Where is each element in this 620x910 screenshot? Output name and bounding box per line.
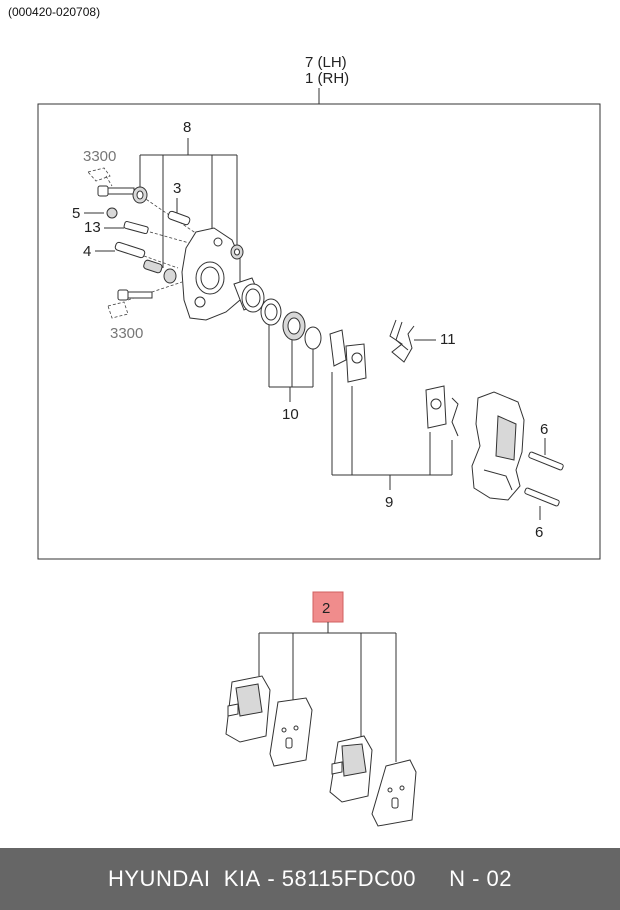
bleeder-cap — [106, 207, 118, 219]
footer-part-number: 58115FDC00 — [281, 866, 416, 891]
bolt-outline-bottom — [107, 301, 129, 319]
piston — [233, 277, 265, 313]
guide-rod — [114, 241, 146, 259]
callout-13[interactable]: 13 — [84, 219, 101, 236]
caliper-body — [181, 227, 241, 321]
guide-bolt-top — [97, 185, 135, 197]
footer-separator: - — [260, 866, 282, 891]
callout-8[interactable]: 8 — [183, 119, 191, 136]
callout-2-leaders — [258, 622, 397, 762]
callout-10-leaders — [268, 325, 314, 402]
assembly-frame — [37, 103, 601, 560]
guide-bolt-bottom — [117, 289, 153, 301]
boot-right — [230, 244, 244, 260]
brake-pad-1 — [225, 675, 271, 743]
footer-brand: HYUNDAI KIA — [108, 866, 261, 891]
callout-3300-top[interactable]: 3300 — [83, 148, 116, 165]
brake-pad-2 — [269, 697, 313, 767]
pad-shim-left — [329, 329, 367, 383]
carrier-bolt-top — [528, 451, 564, 471]
callout-11[interactable]: 11 — [440, 331, 456, 348]
boot-bottom — [143, 259, 177, 284]
callout-9-leaders — [331, 372, 453, 490]
callout-3[interactable]: 3 — [173, 180, 181, 197]
footer-bar: HYUNDAI KIA - 58115FDC00 N - 02 — [0, 848, 620, 910]
callout-5[interactable]: 5 — [72, 205, 80, 222]
footer-spacer — [416, 866, 449, 892]
callout-6-bottom[interactable]: 6 — [535, 524, 543, 541]
piston-seal-inner — [282, 311, 306, 341]
callout-2-highlight[interactable] — [312, 591, 344, 623]
carrier-bolt-bottom — [524, 487, 560, 507]
footer-page-code: N - 02 — [449, 866, 512, 891]
callout-assembly-rh[interactable]: 1 (RH) — [305, 70, 349, 87]
callout-3300-bottom[interactable]: 3300 — [110, 325, 143, 342]
date-range-label: (000420-020708) — [8, 5, 101, 19]
pad-shim-right — [425, 385, 459, 437]
bleeder-screw — [123, 220, 149, 235]
boot-top — [132, 186, 148, 204]
snap-ring — [304, 326, 322, 350]
piston-seal-outer — [260, 298, 282, 326]
bolt-outline-top — [87, 167, 111, 182]
guide-pin — [167, 210, 191, 226]
brake-pad-4 — [371, 759, 417, 827]
callout-2[interactable]: 2 — [322, 600, 330, 617]
callout-10[interactable]: 10 — [282, 406, 299, 423]
callout-4[interactable]: 4 — [83, 243, 91, 260]
parts-diagram: 7 (LH) 1 (RH) 8 3300 3 5 13 — [37, 54, 601, 827]
anti-rattle-spring — [389, 319, 415, 363]
callout-8-leaders — [139, 138, 238, 268]
callout-6-top[interactable]: 6 — [540, 421, 548, 438]
brake-pad-3 — [329, 735, 373, 803]
callout-9[interactable]: 9 — [385, 494, 393, 511]
caliper-carrier — [471, 391, 525, 501]
callout-assembly-lh[interactable]: 7 (LH) — [305, 54, 347, 71]
